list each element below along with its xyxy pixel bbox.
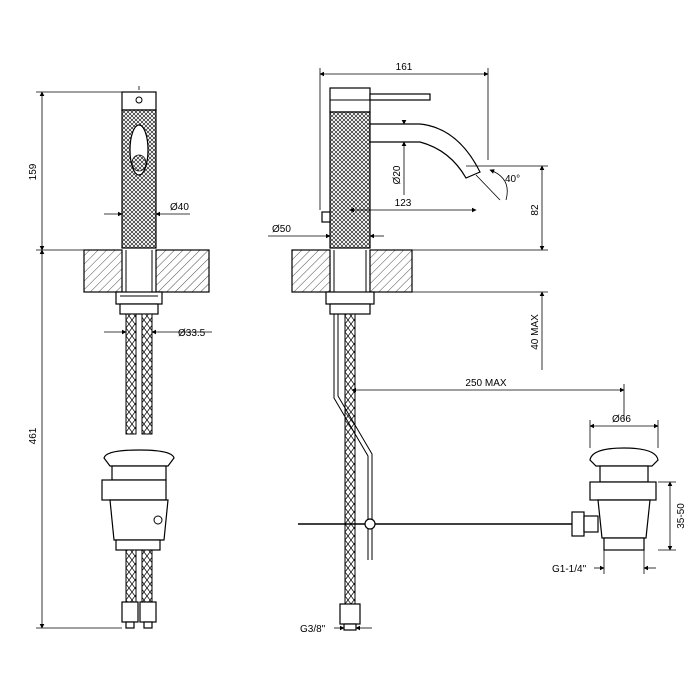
waste-diameter-label: Ø66 — [612, 414, 631, 425]
front-deck-right — [155, 249, 210, 293]
front-hose-right — [141, 313, 153, 435]
front-waste-cap — [103, 449, 175, 467]
side-knurled-body — [329, 111, 371, 249]
waste-body — [589, 481, 657, 501]
hose-diameter-label: Ø33.5 — [178, 328, 206, 339]
side-hose-fitting — [339, 603, 361, 625]
front-handle-pin-icon — [135, 96, 143, 104]
front-height-upper-label: 159 — [28, 163, 39, 180]
spout-angle-label: 40° — [505, 174, 520, 185]
front-view: 159 461 Ø40 Ø33.5 — [28, 86, 212, 629]
base-diameter-label: Ø50 — [272, 224, 291, 235]
side-handle-lever — [369, 93, 431, 101]
waste-rod-connector — [571, 511, 585, 537]
side-view: 40° Ø20 123 161 82 Ø50 40 MAX — [268, 62, 625, 635]
side-drain-rod — [333, 314, 369, 560]
side-deck-right — [369, 249, 413, 293]
front-handle-cap — [121, 91, 157, 111]
waste-cap — [589, 447, 659, 467]
side-deck-left — [291, 249, 331, 293]
hose-thread-label: G3/8" — [300, 624, 326, 635]
waste-thread-label: G1-1/4" — [552, 564, 587, 575]
spout-outlet-diameter-label: Ø20 — [392, 165, 403, 184]
front-hose-fitting-right — [139, 601, 157, 623]
front-hose-fitting-left — [121, 601, 139, 623]
front-lock-nut — [115, 291, 163, 305]
spout-diameter-label: Ø40 — [170, 202, 189, 213]
front-height-total-label: 461 — [28, 427, 39, 444]
front-hose-left — [125, 313, 137, 435]
overall-length-label: 161 — [396, 62, 413, 73]
spout-height-label: 82 — [530, 204, 541, 216]
front-waste-body — [101, 479, 167, 501]
side-spout — [369, 123, 481, 179]
spout-reach-label: 123 — [395, 198, 412, 209]
side-lock-nut — [325, 291, 375, 305]
waste-assembly: Ø66 35-50 G1-1/4" — [552, 414, 687, 575]
side-hose — [344, 313, 356, 605]
drain-rod-reach-label: 250 MAX — [465, 378, 506, 389]
side-link-pivot-icon — [364, 518, 376, 530]
waste-range-label: 35-50 — [676, 503, 687, 529]
deck-thickness-label: 40 MAX — [530, 314, 541, 350]
front-deck-left — [83, 249, 123, 293]
